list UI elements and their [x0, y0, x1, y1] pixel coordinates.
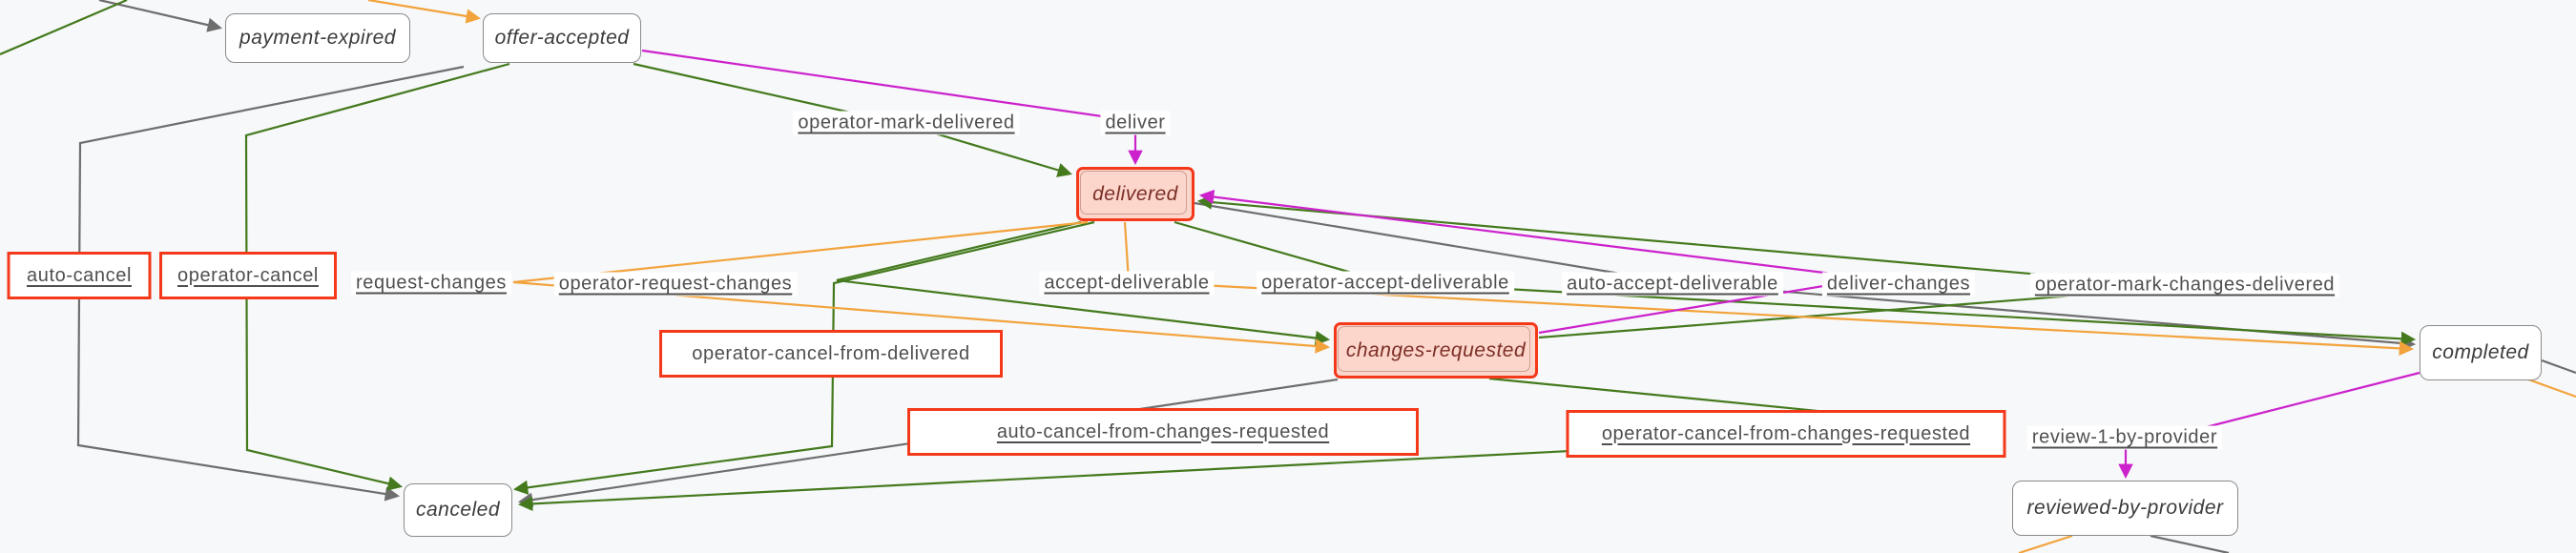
transition-label-operator-cancel-from-changes-requested[interactable]: operator-cancel-from-changes-requested [1566, 410, 2006, 458]
transition-label-deliver-changes[interactable]: deliver-changes [1821, 272, 1976, 297]
edge-orange [2018, 534, 2073, 553]
edge-review-1-by-provider [2118, 371, 2420, 480]
edge-gray [98, 0, 223, 32]
edge-orange [367, 0, 482, 24]
state-node-delivered[interactable]: delivered [1076, 167, 1195, 221]
transition-label-review-1-by-provider[interactable]: review-1-by-provider [2026, 425, 2223, 450]
edge-operator-request-changes [836, 220, 1331, 346]
transition-label-operator-cancel-from-delivered[interactable]: operator-cancel-from-delivered [659, 330, 1003, 378]
state-node-canceled[interactable]: canceled [404, 483, 512, 537]
state-node-completed[interactable]: completed [2420, 325, 2542, 380]
transition-label-auto-accept-deliverable[interactable]: auto-accept-deliverable [1562, 272, 1783, 297]
edge-operator-mark-changes-delivered [1196, 195, 2184, 339]
state-node-changes-requested[interactable]: changes-requested [1334, 322, 1538, 379]
edge-gray [2150, 534, 2230, 553]
state-node-offer-accepted[interactable]: offer-accepted [483, 13, 641, 63]
edge-deliver [641, 49, 1143, 166]
transition-label-operator-mark-changes-delivered[interactable]: operator-mark-changes-delivered [2029, 273, 2340, 297]
state-node-payment-expired[interactable]: payment-expired [225, 13, 410, 63]
transition-label-operator-accept-deliverable[interactable]: operator-accept-deliverable [1257, 271, 1514, 296]
edge-request-changes [512, 220, 1331, 354]
transition-label-auto-cancel-from-changes-requested[interactable]: auto-cancel-from-changes-requested [907, 408, 1419, 456]
edge-orange [2527, 378, 2576, 399]
transition-label-operator-request-changes[interactable]: operator-request-changes [553, 272, 798, 297]
transition-label-deliver[interactable]: deliver [1100, 111, 1171, 135]
state-node-reviewed-by-provider[interactable]: reviewed-by-provider [2012, 481, 2238, 536]
edge-deliver-changes [1198, 189, 1871, 335]
transition-label-request-changes[interactable]: request-changes [351, 271, 511, 296]
transition-label-auto-cancel[interactable]: auto-cancel [7, 252, 152, 299]
transition-label-operator-cancel[interactable]: operator-cancel [159, 252, 337, 299]
transition-label-operator-mark-delivered[interactable]: operator-mark-delivered [793, 111, 1020, 135]
edge-gray [2541, 358, 2576, 375]
transition-label-accept-deliverable[interactable]: accept-deliverable [1039, 271, 1215, 296]
edge-green [0, 0, 128, 56]
